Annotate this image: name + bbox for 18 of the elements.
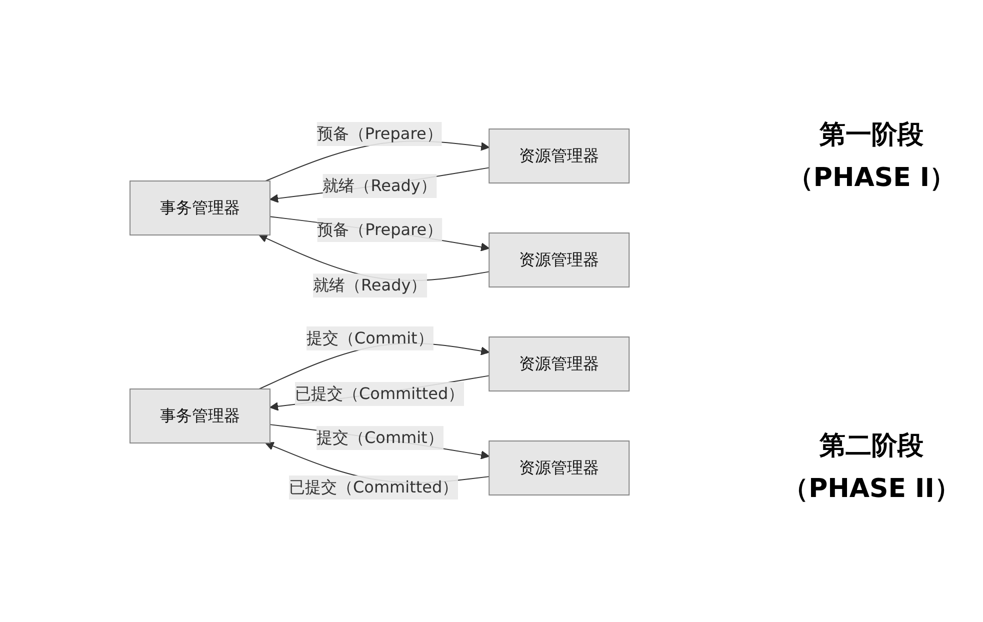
edge-label: 已提交（Committed） <box>289 478 459 497</box>
node-box: 资源管理器 <box>489 336 630 392</box>
phase-title: 第一阶段 <box>820 118 924 152</box>
node-box: 事务管理器 <box>130 180 271 236</box>
edge-label: 就绪（Ready） <box>323 176 437 196</box>
edge-label: 已提交（Committed） <box>295 384 465 404</box>
node-box: 资源管理器 <box>489 440 630 496</box>
edge-label: 提交（Commit） <box>306 328 434 348</box>
edge-label: 预备（Prepare） <box>317 124 443 144</box>
phase-subtitle: （PHASE II） <box>782 472 960 506</box>
node-box: 资源管理器 <box>489 128 630 184</box>
phase-title: 第二阶段 <box>819 430 924 462</box>
edge-label: 就绪（Ready） <box>313 276 428 295</box>
node-box: 资源管理器 <box>489 232 630 288</box>
node-box: 事务管理器 <box>130 388 271 444</box>
edge-label: 提交（Commit） <box>316 428 444 448</box>
edge-label: 预备（Prepare） <box>318 220 444 240</box>
phase-subtitle: （PHASE I） <box>787 162 956 194</box>
